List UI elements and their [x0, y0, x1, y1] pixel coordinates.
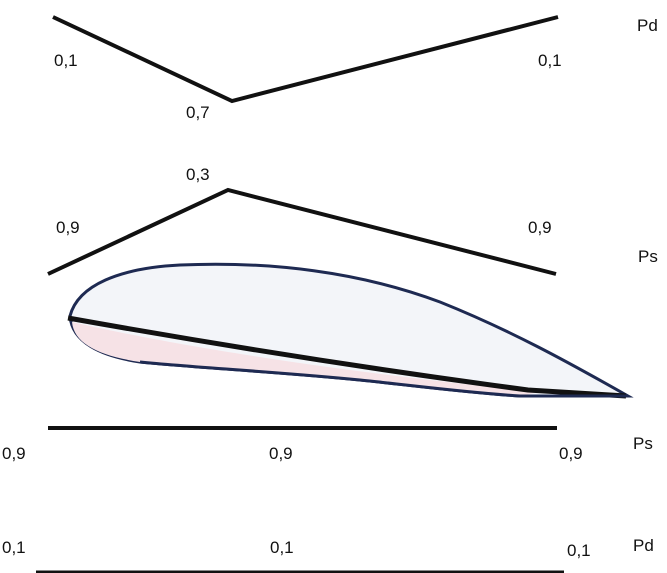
upper-ps-left-value: 0,9	[56, 218, 80, 237]
upper-ps-side-label: Ps	[638, 247, 658, 266]
upper-pd-right-value: 0,1	[538, 51, 562, 70]
upper-pd-mid-value: 0,7	[186, 103, 210, 122]
upper-ps-mid-value: 0,3	[186, 165, 210, 184]
upper-pd-side-label: Pd	[637, 16, 658, 35]
lower-ps-side-label: Ps	[633, 434, 653, 453]
lower-pd-right-value: 0,1	[567, 541, 591, 560]
airfoil	[67, 262, 634, 399]
upper-ps-right-value: 0,9	[528, 218, 552, 237]
lower-ps-left-value: 0,9	[2, 444, 26, 463]
lower-ps-mid-value: 0,9	[269, 444, 293, 463]
lower-pd-side-label: Pd	[633, 536, 654, 555]
upper-ps-line	[47, 187, 557, 276]
lower-pd-left-value: 0,1	[2, 538, 26, 557]
lower-ps-right-value: 0,9	[559, 444, 583, 463]
upper-pd-left-value: 0,1	[54, 51, 78, 70]
airfoil-camber-line	[67, 315, 627, 399]
lower-pd-mid-value: 0,1	[270, 538, 294, 557]
airfoil-lower-edge	[139, 360, 628, 398]
upper-pd-line	[52, 15, 559, 104]
airfoil-lower-tint	[72, 322, 540, 396]
